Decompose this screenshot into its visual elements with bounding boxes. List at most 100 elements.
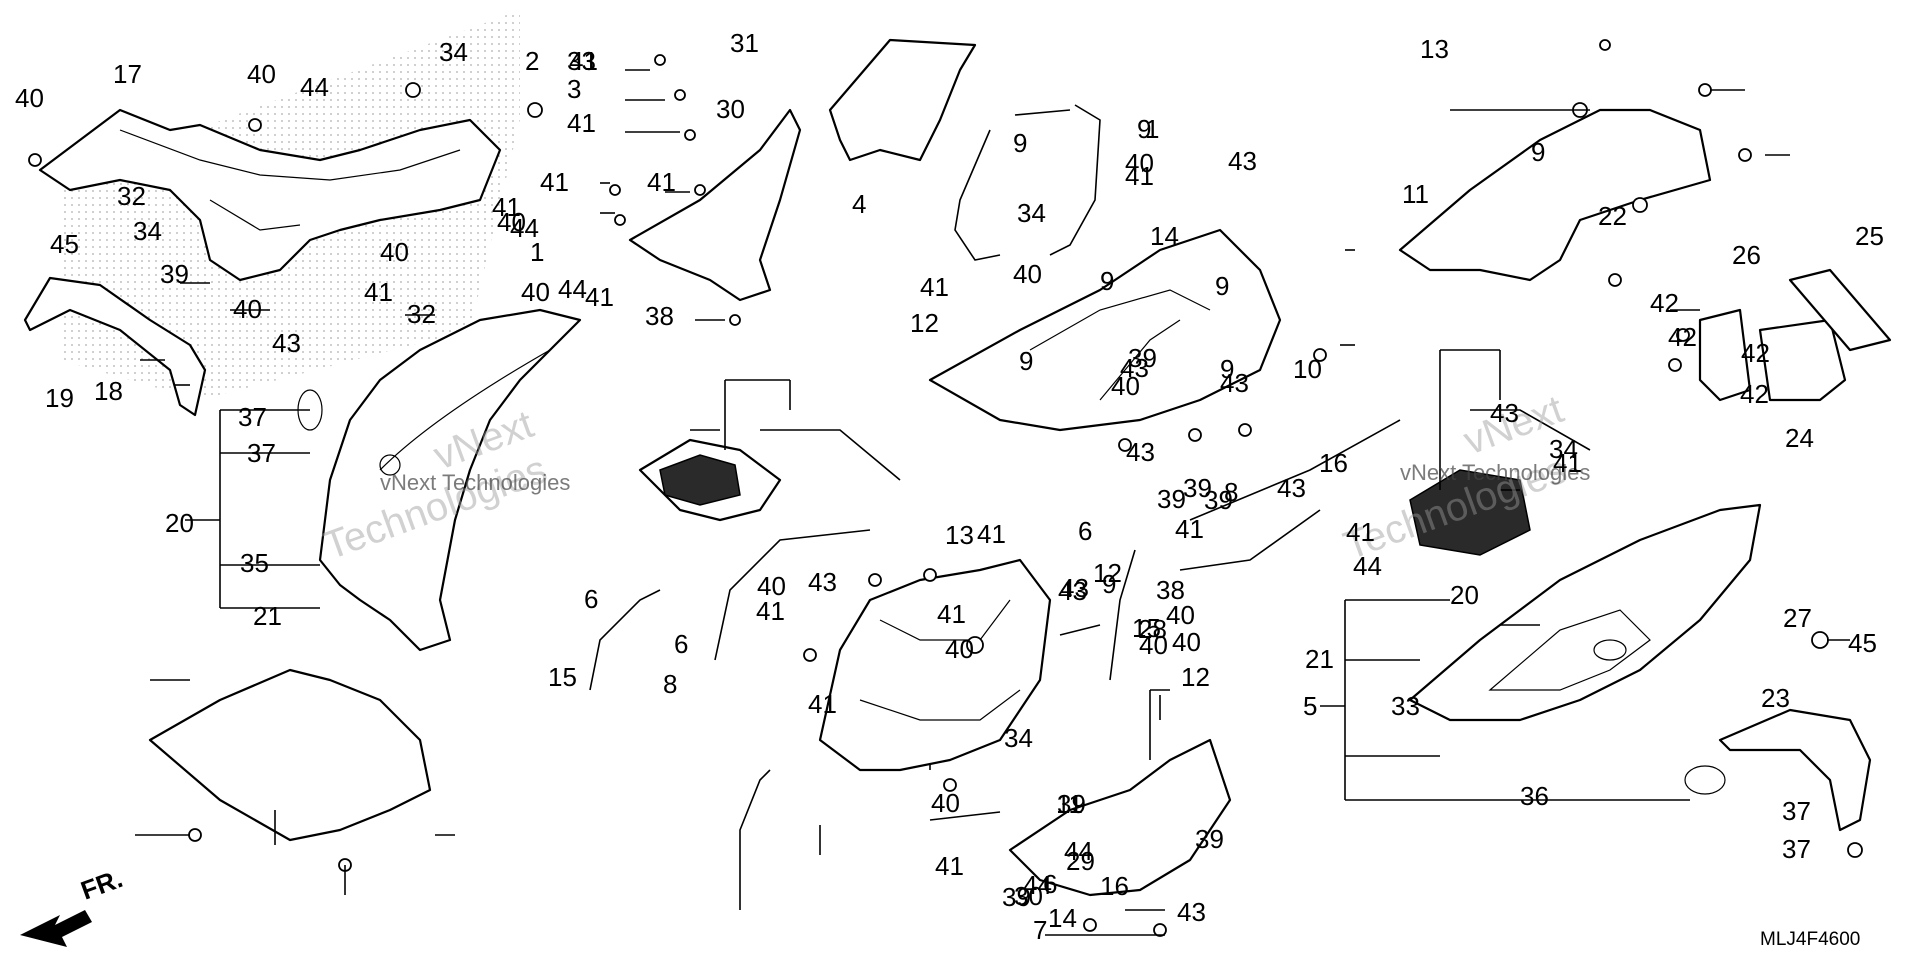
part-hose-15r bbox=[1179, 509, 1321, 571]
callout-label: 41 bbox=[1175, 514, 1204, 544]
callout-label: 34 bbox=[1004, 723, 1033, 753]
callout-label: 43 bbox=[1490, 398, 1519, 428]
callout-label: 9 bbox=[1100, 266, 1114, 296]
callout-label: 6 bbox=[584, 584, 598, 614]
callout-label: 28 bbox=[1138, 614, 1167, 644]
part-hose-12b bbox=[929, 811, 1001, 821]
callout-label: 42 bbox=[1740, 379, 1769, 409]
callout-label: 40 bbox=[521, 277, 550, 307]
fasteners bbox=[28, 39, 1863, 937]
callout-label: 9 bbox=[1137, 114, 1151, 144]
callout-label: 9 bbox=[1102, 569, 1116, 599]
callout-label: 41 bbox=[1125, 161, 1154, 191]
callout-label: 41 bbox=[492, 192, 521, 222]
part-inner-panel-31 bbox=[628, 108, 802, 302]
callout-label: 37 bbox=[1782, 834, 1811, 864]
callout-label: 41 bbox=[920, 272, 949, 302]
callout-label: 7 bbox=[1033, 915, 1047, 945]
diagram-code: MLJ4F4600 bbox=[1760, 929, 1860, 950]
callout-label: 38 bbox=[645, 301, 674, 331]
callout-label: 41 bbox=[756, 596, 785, 626]
callout-label: 37 bbox=[238, 402, 267, 432]
callout-label: 40 bbox=[1125, 148, 1154, 178]
callout-label: 17 bbox=[113, 59, 142, 89]
callout-label: 2 bbox=[525, 46, 539, 76]
callout-label: 13 bbox=[945, 520, 974, 550]
watermark-inline-left: vNext Technologies bbox=[380, 470, 570, 495]
callout-label: 16 bbox=[1100, 871, 1129, 901]
callout-label: 37 bbox=[247, 438, 276, 468]
callout-label: 32 bbox=[407, 299, 436, 329]
callout-label: 43 bbox=[1060, 573, 1089, 603]
callout-label: 39 bbox=[1183, 473, 1212, 503]
callout-label: 39 bbox=[1057, 789, 1086, 819]
part-front-cover-4 bbox=[318, 308, 582, 652]
front-arrow-icon bbox=[20, 910, 92, 947]
callout-label: 34 bbox=[439, 37, 468, 67]
part-hose-8a bbox=[714, 529, 871, 661]
callout-label: 8 bbox=[663, 669, 677, 699]
callout-label: 40 bbox=[233, 294, 262, 324]
callout-label: 6 bbox=[674, 629, 688, 659]
watermark-inline-right: vNext Technologies bbox=[1400, 460, 1590, 485]
part-hose-16r bbox=[1470, 409, 1591, 451]
callout-label: 42 bbox=[1650, 288, 1679, 318]
callout-label: 26 bbox=[1732, 240, 1761, 270]
callout-label: 41 bbox=[567, 108, 596, 138]
callout-label: 41 bbox=[808, 689, 837, 719]
part-hose-13 bbox=[954, 129, 1001, 261]
callout-label: 40 bbox=[1166, 600, 1195, 630]
part-hose-8r bbox=[1189, 419, 1401, 521]
callout-label: 22 bbox=[1598, 201, 1627, 231]
callout-label: 21 bbox=[1305, 644, 1334, 674]
part-hose-13b bbox=[739, 769, 771, 910]
callout-label: 19 bbox=[45, 383, 74, 413]
callout-label: 44 bbox=[300, 72, 329, 102]
part-ecu-7 bbox=[638, 438, 782, 522]
callout-label: 33 bbox=[1391, 691, 1420, 721]
part-plate-3 bbox=[828, 38, 977, 162]
callout-label: 4 bbox=[852, 189, 866, 219]
callout-label: 40 bbox=[1172, 627, 1201, 657]
callout-label: 32 bbox=[117, 181, 146, 211]
callout-label: 20 bbox=[1450, 580, 1479, 610]
part-25 bbox=[1788, 268, 1892, 352]
callout-label: 44 bbox=[1023, 870, 1052, 900]
callout-label: 45 bbox=[50, 229, 79, 259]
direction-label: FR. bbox=[77, 863, 127, 906]
callout-label: 43 bbox=[1228, 146, 1257, 176]
callout-label: 15 bbox=[548, 662, 577, 692]
callout-label: 6 bbox=[1078, 516, 1092, 546]
callout-label: 39 bbox=[1204, 485, 1233, 515]
callout-label: 40 bbox=[757, 571, 786, 601]
callout-label: 41 bbox=[364, 277, 393, 307]
part-hose-15a bbox=[589, 589, 661, 691]
part-center-tray-9 bbox=[928, 228, 1282, 432]
part-upper-frame bbox=[38, 108, 502, 282]
callout-label: 43 bbox=[1220, 368, 1249, 398]
callout-label: 6 bbox=[1043, 869, 1057, 899]
callout-label: 39 bbox=[1157, 484, 1186, 514]
callout-label: 40 bbox=[1013, 259, 1042, 289]
part-bracket-18 bbox=[23, 276, 207, 417]
callout-label: 42 bbox=[1741, 338, 1770, 368]
callout-label: 36 bbox=[1520, 781, 1549, 811]
callout-label: 40 bbox=[247, 59, 276, 89]
part-26 bbox=[1698, 308, 1752, 402]
leader-lines bbox=[135, 69, 1850, 936]
callout-label: 39 bbox=[1195, 824, 1224, 854]
callout-label: 42 bbox=[1668, 322, 1697, 352]
callout-label: 34 bbox=[133, 216, 162, 246]
callout-label: 43 bbox=[1177, 897, 1206, 927]
callout-label: 12 bbox=[1181, 662, 1210, 692]
part-hose-14 bbox=[1049, 104, 1101, 256]
callout-label: 40 bbox=[380, 237, 409, 267]
callout-label: 15 bbox=[1132, 613, 1161, 643]
callout-label: 25 bbox=[1855, 221, 1884, 251]
callout-label: 43 bbox=[1058, 576, 1087, 606]
callout-label: 9 bbox=[1531, 137, 1545, 167]
callout-label: 41 bbox=[977, 519, 1006, 549]
part-side-cover-5 bbox=[1408, 503, 1762, 722]
